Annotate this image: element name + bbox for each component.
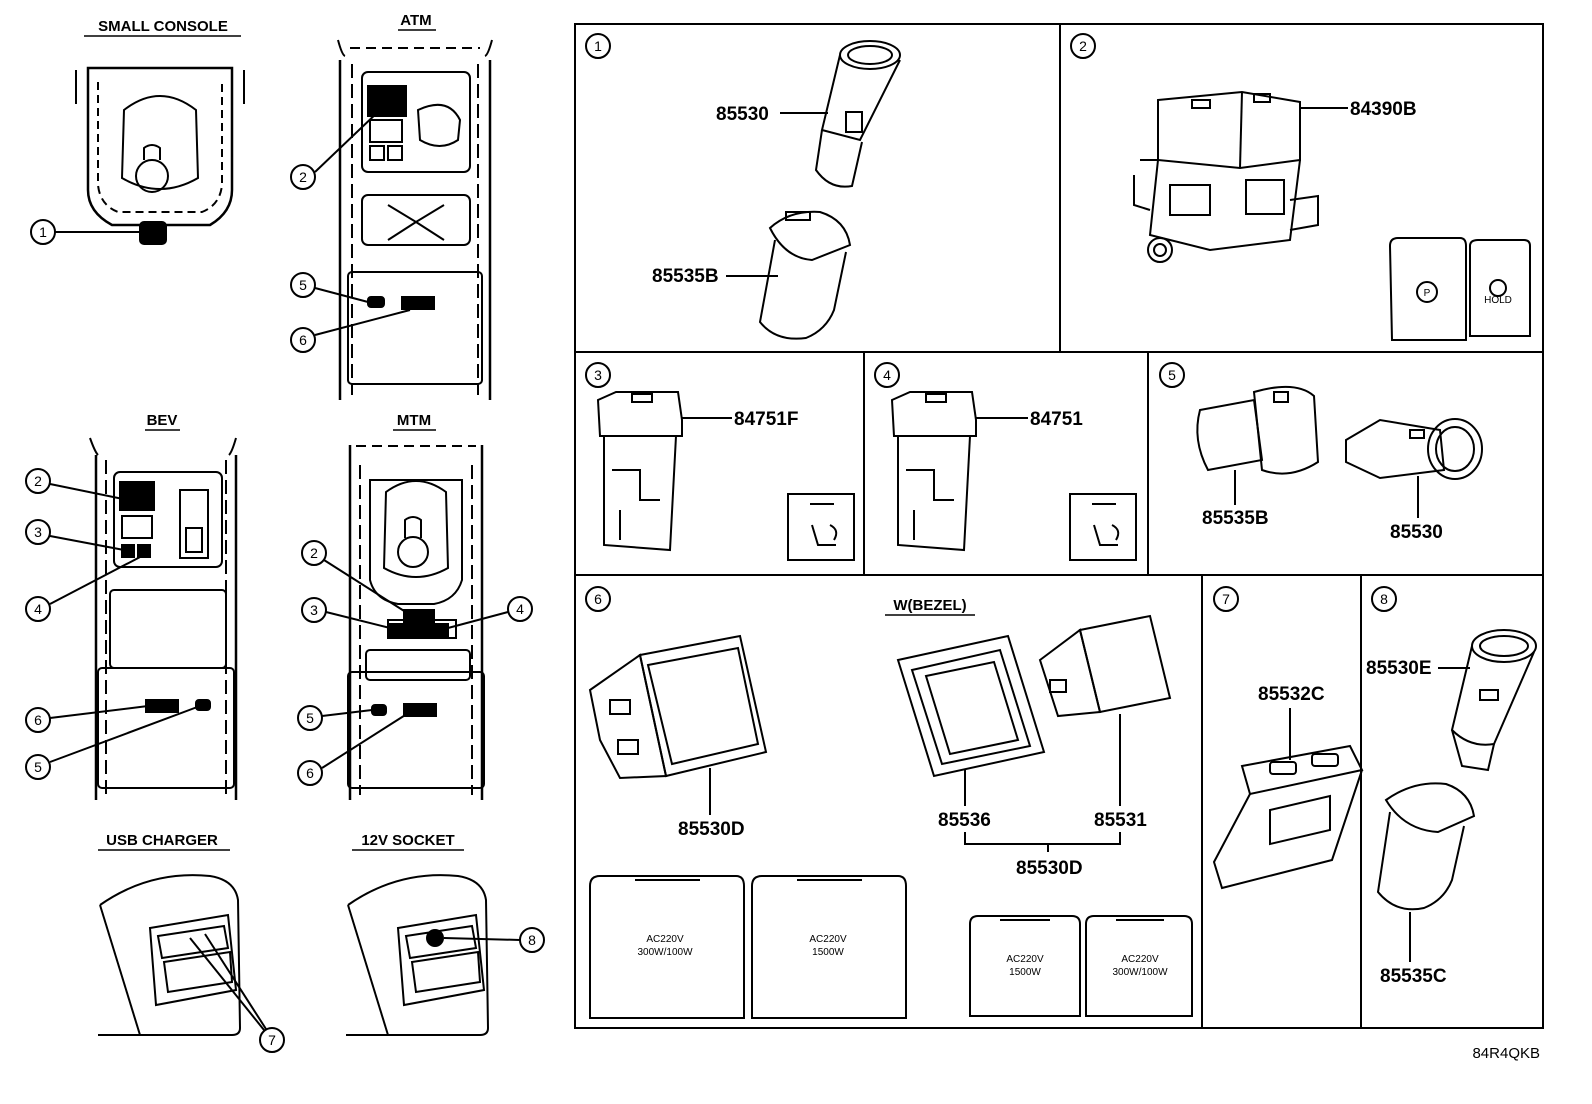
svg-text:8: 8 [528, 932, 536, 948]
svg-text:2: 2 [310, 545, 318, 561]
part-number-84390B: 84390B [1350, 99, 1417, 120]
callout-5c [297, 705, 323, 731]
panel-4: 4 84751 [874, 362, 1137, 561]
figure-reference: 84R4QKB [1472, 1045, 1540, 1062]
panel-7: 7 85532C [1212, 586, 1364, 890]
svg-text:2: 2 [299, 169, 307, 185]
svg-text:4: 4 [883, 367, 891, 383]
view-atm: ATM 2 5 6 [290, 12, 493, 400]
svg-text:3: 3 [34, 524, 42, 540]
part-number-85535C: 85535C [1380, 966, 1447, 987]
svg-text:3: 3 [594, 367, 602, 383]
title-bev: BEV [147, 412, 178, 429]
cover-2-line1: AC220V [809, 934, 847, 945]
title-mtm: MTM [397, 412, 431, 429]
panel-3: 3 84751F [585, 362, 855, 561]
svg-text:5: 5 [1168, 367, 1176, 383]
svg-text:7: 7 [268, 1032, 276, 1048]
view-small-console: SMALL CONSOLE 1 [30, 18, 245, 245]
view-mtm: MTM 2 3 4 5 6 [297, 412, 533, 800]
svg-text:6: 6 [34, 712, 42, 728]
svg-text:1: 1 [39, 224, 47, 240]
cover-1-line1: AC220V [646, 934, 684, 945]
panel-8: 8 85530E 85535C [1366, 586, 1537, 987]
title-12v-socket: 12V SOCKET [361, 832, 454, 849]
part-number-85530D: 85530D [678, 819, 745, 840]
svg-text:5: 5 [34, 759, 42, 775]
panel-5: 5 85535B 85530 [1159, 362, 1483, 543]
svg-text:6: 6 [306, 765, 314, 781]
part-number-85535B: 85535B [652, 266, 719, 287]
svg-text:7: 7 [1222, 591, 1230, 607]
callout-6c [297, 760, 323, 786]
cover-4-line1: AC220V [1121, 954, 1159, 965]
part-number-85530-b: 85530 [1390, 522, 1443, 543]
callout-3b [301, 597, 327, 623]
callout-5 [290, 272, 316, 298]
view-bev: BEV 2 3 4 6 5 [25, 412, 238, 800]
part-number-85532C: 85532C [1258, 684, 1325, 705]
title-small-console: SMALL CONSOLE [98, 18, 228, 35]
svg-text:5: 5 [299, 277, 307, 293]
cover-1-line2: 300W/100W [637, 947, 693, 958]
cover-3-line1: AC220V [1006, 954, 1044, 965]
svg-text:8: 8 [1380, 591, 1388, 607]
callout-3 [25, 519, 51, 545]
callout-6 [290, 327, 316, 353]
svg-text:P: P [1424, 288, 1431, 299]
panel-2: 2 84390B P HOLD [1070, 33, 1531, 341]
part-number-85530: 85530 [716, 104, 769, 125]
callout-4b [507, 596, 533, 622]
callout-7 [259, 1027, 285, 1053]
title-usb-charger: USB CHARGER [106, 832, 218, 849]
svg-text:2: 2 [1079, 38, 1087, 54]
part-number-85536: 85536 [938, 810, 991, 831]
callout-4 [25, 596, 51, 622]
view-12v-socket: 12V SOCKET 8 [346, 832, 545, 1036]
title-atm: ATM [400, 12, 431, 29]
part-number-85530D-b: 85530D [1016, 858, 1083, 879]
svg-text:5: 5 [306, 710, 314, 726]
part-number-85530E: 85530E [1366, 658, 1432, 679]
callout-6b [25, 707, 51, 733]
svg-text:4: 4 [516, 601, 524, 617]
svg-text:2: 2 [34, 473, 42, 489]
callout-2c [301, 540, 327, 566]
panel-6: 6 W(BEZEL) 85530D 85536 85531 85530D AC2… [585, 586, 1193, 1019]
cover-3-line2: 1500W [1009, 967, 1041, 978]
panel-1: 1 85530 85535B [585, 33, 901, 340]
part-number-85531: 85531 [1094, 810, 1147, 831]
bezel-label: W(BEZEL) [893, 597, 966, 614]
cover-2-line2: 1500W [812, 947, 844, 958]
svg-text:6: 6 [299, 332, 307, 348]
callout-2 [290, 164, 316, 190]
svg-text:6: 6 [594, 591, 602, 607]
part-number-85535B-b: 85535B [1202, 508, 1269, 529]
callout-2b [25, 468, 51, 494]
part-number-84751F: 84751F [734, 409, 798, 430]
hold-button-label: HOLD [1484, 295, 1512, 306]
svg-text:4: 4 [34, 601, 42, 617]
cover-4-line2: 300W/100W [1112, 967, 1168, 978]
callout-5b [25, 754, 51, 780]
svg-text:1: 1 [594, 38, 602, 54]
view-usb-charger: USB CHARGER 7 [98, 832, 285, 1053]
part-number-84751: 84751 [1030, 409, 1083, 430]
svg-text:3: 3 [310, 602, 318, 618]
parts-grid [574, 23, 1544, 1029]
